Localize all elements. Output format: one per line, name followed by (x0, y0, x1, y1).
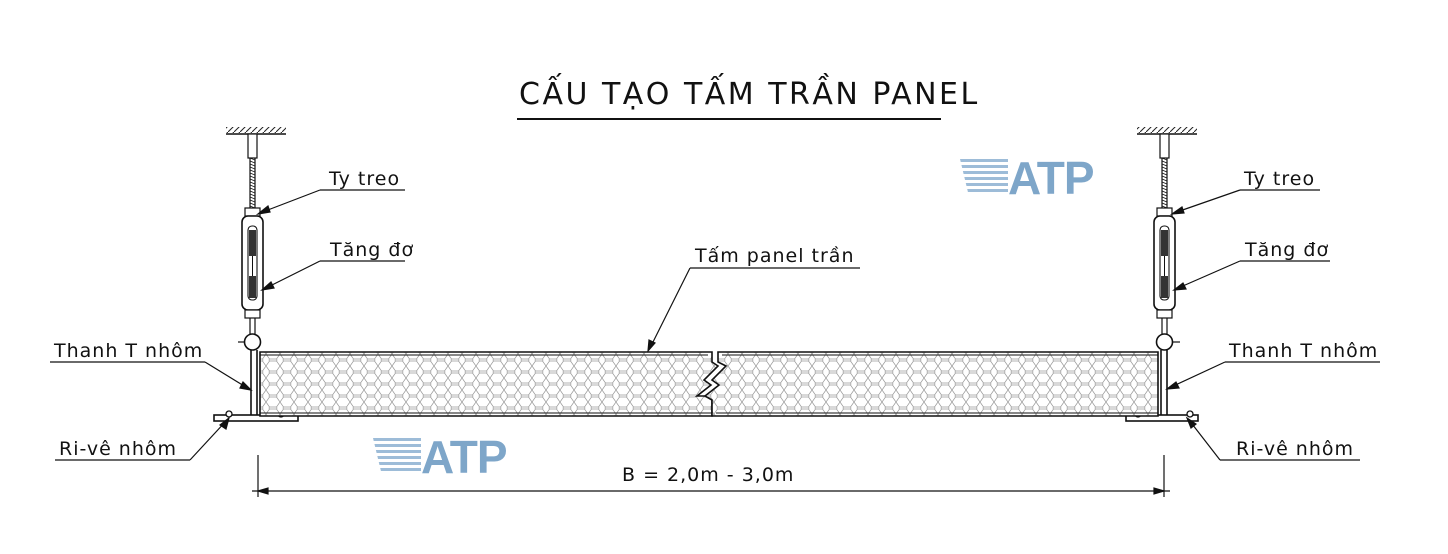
left-rivet-a (225, 410, 233, 418)
right-hanger-assembly (1125, 127, 1199, 422)
left-rod-thread (249, 157, 256, 209)
title-underline (517, 118, 941, 120)
watermark-text-top: ATP (1008, 152, 1095, 204)
left-t-bar-flange (213, 414, 299, 422)
label-ri-ve-left: Ri-vê nhôm (59, 438, 178, 460)
watermark-logo-bottom: ATP (373, 434, 523, 480)
label-thanh-t-right: Thanh T nhôm (1229, 340, 1379, 362)
label-panel: Tấm panel trần (695, 245, 855, 267)
diagram-title: CẤU TẠO TẤM TRẦN PANEL (519, 77, 980, 112)
label-tang-do-right: Tăng đơ (1245, 239, 1330, 261)
panel-right (703, 351, 1159, 417)
leader-lines (50, 189, 1380, 461)
width-dimension (252, 455, 1170, 497)
label-ri-ve-right: Ri-vê nhôm (1236, 438, 1355, 460)
label-dimension: B = 2,0m - 3,0m (622, 464, 795, 486)
watermark-logo-top: ATP (960, 155, 1110, 201)
watermark-text-bottom: ATP (421, 431, 508, 483)
left-ceiling-hatch (226, 127, 286, 133)
watermark-stripes-icon (373, 438, 421, 474)
ceiling-panels (259, 351, 1159, 417)
right-ceiling-hatch (1137, 127, 1197, 133)
label-ty-treo-right: Ty treo (1244, 168, 1316, 190)
watermark-stripes-icon (960, 159, 1008, 195)
right-rod-thread (1161, 157, 1168, 209)
label-ty-treo-left: Ty treo (329, 168, 401, 190)
label-tang-do-left: Tăng đơ (330, 239, 415, 261)
right-rivet-b (1186, 410, 1194, 418)
right-t-bar-flange (1125, 414, 1199, 422)
panel-left (259, 351, 720, 417)
label-thanh-t-left: Thanh T nhôm (54, 340, 204, 362)
